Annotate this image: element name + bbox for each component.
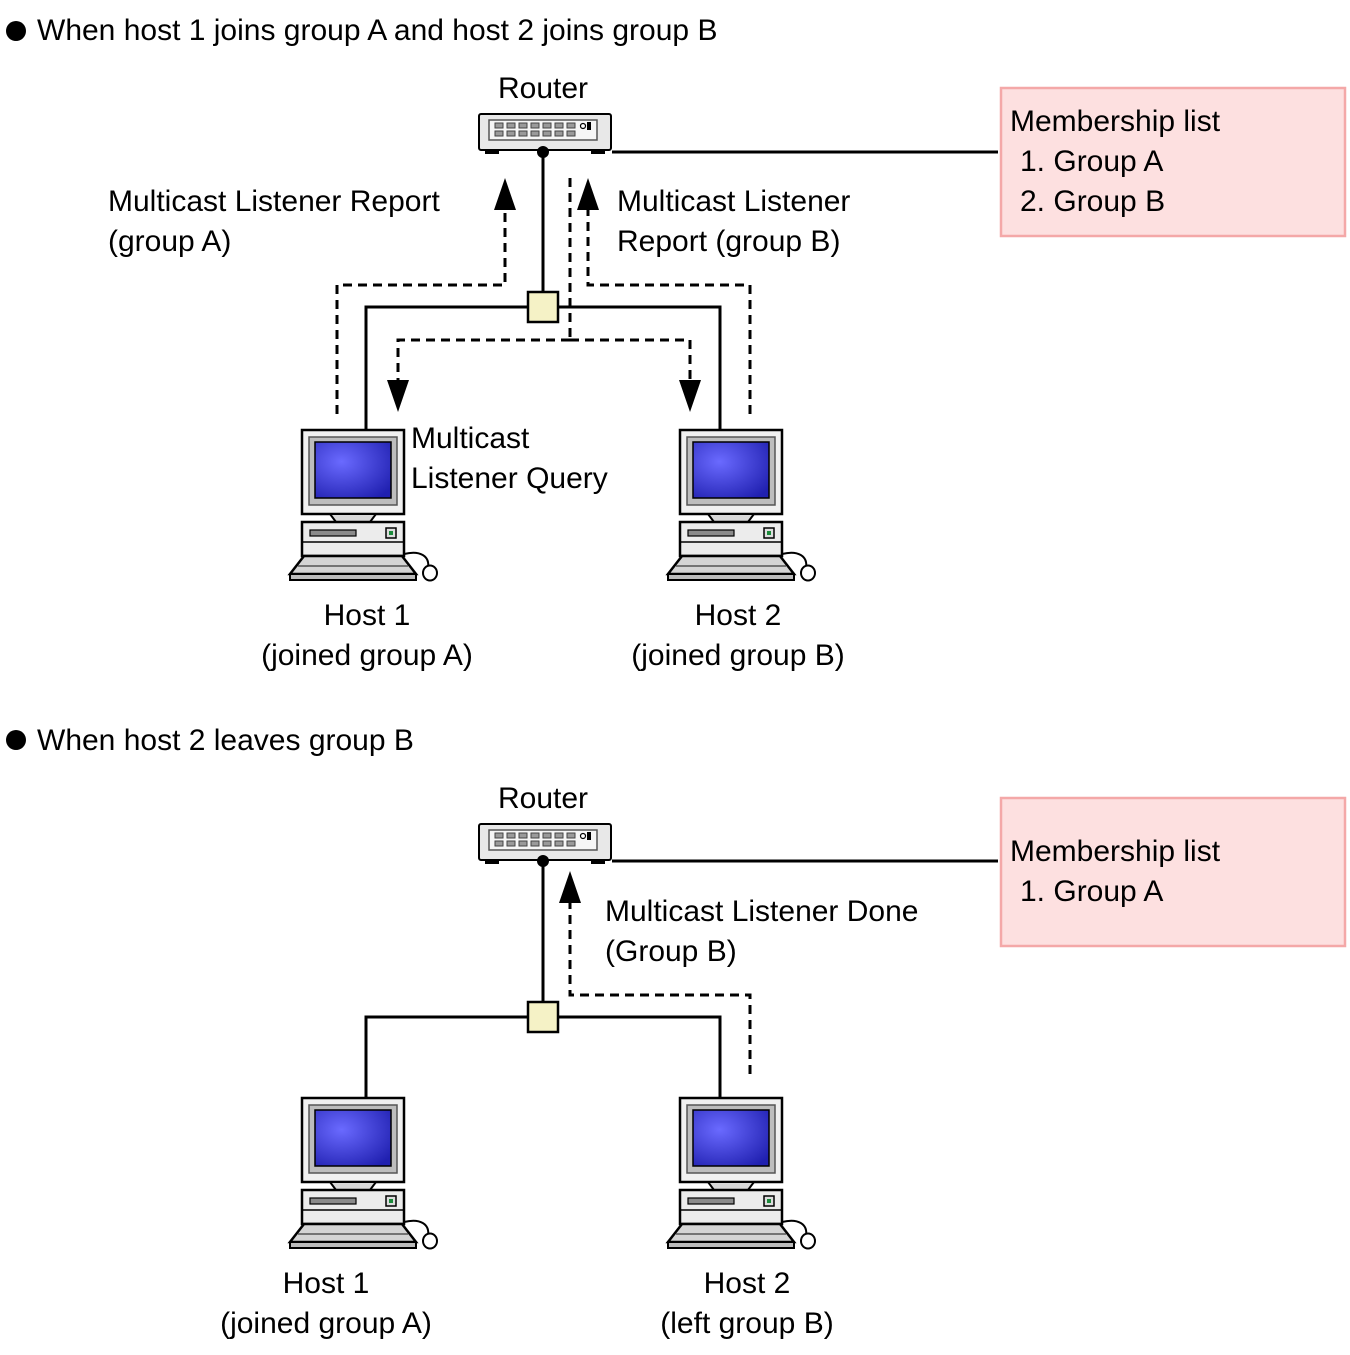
query-arrow [387,178,701,412]
query-label: Multicast [411,422,530,455]
membership-item: 1. Group A [1020,875,1163,908]
host2-link-line [558,1015,722,1098]
computer-icon [288,1096,439,1250]
membership-box [999,86,1347,238]
host-name: Host 2 [695,599,782,632]
done-group-b-arrow [559,871,752,1074]
computer-icon [666,428,817,582]
report-a-label: (group A) [108,225,231,258]
bullet-icon [6,730,26,750]
host-status: (left group B) [660,1307,833,1340]
membership-item: 2. Group B [1020,185,1165,218]
done-label: (Group B) [605,935,737,968]
host2-link-line [558,305,722,430]
router-label: Router [498,782,588,815]
membership-item: 1. Group A [1020,145,1163,178]
host1-link-line [364,1015,528,1098]
report-b-label: Multicast Listener [617,185,850,218]
report-group-a-arrow [335,178,516,414]
router-label: Router [498,72,588,105]
network-junction [526,1000,560,1034]
membership-list: Membership list 1. Group A [999,796,1347,948]
query-label: Listener Query [411,462,608,495]
membership-title: Membership list [1010,835,1221,868]
host-name: Host 1 [283,1267,370,1300]
host-status: (joined group A) [220,1307,432,1340]
section-title: When host 1 joins group A and host 2 joi… [37,14,717,47]
report-a-label: Multicast Listener Report [108,185,440,218]
host-status: (joined group A) [261,639,473,672]
membership-title: Membership list [1010,105,1221,138]
report-b-label: Report (group B) [617,225,840,258]
host-status: (joined group B) [631,639,844,672]
section-leave: When host 2 leaves group B Router Member… [6,724,1347,1340]
host-name: Host 1 [324,599,411,632]
done-label: Multicast Listener Done [605,895,918,928]
membership-box [999,796,1347,948]
membership-list: Membership list 1. Group A 2. Group B [999,86,1347,238]
bullet-icon [6,21,26,41]
network-junction [526,290,560,324]
section-join: When host 1 joins group A and host 2 joi… [6,14,1347,672]
computer-icon [666,1096,817,1250]
host1-link-line [364,305,528,430]
report-group-b-arrow [577,178,752,414]
section-title: When host 2 leaves group B [37,724,414,757]
host-name: Host 2 [704,1267,791,1300]
